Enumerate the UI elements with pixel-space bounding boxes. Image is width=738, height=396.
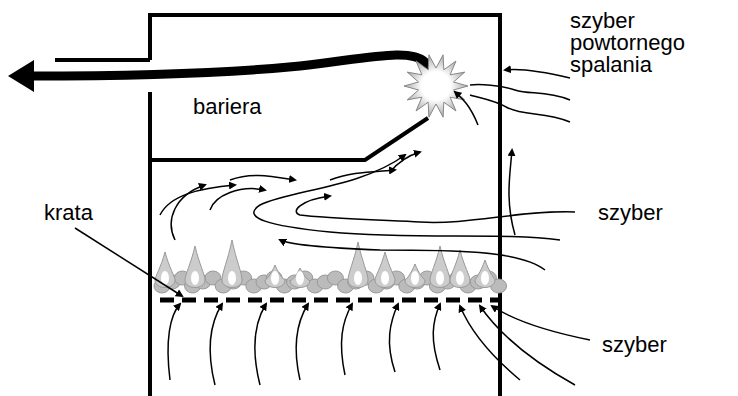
flame	[475, 260, 495, 288]
flame-core	[381, 271, 389, 285]
damper-label: szyber powtornego spalania	[570, 10, 710, 76]
flame	[185, 246, 205, 288]
barrier-label: bariera	[193, 96, 261, 118]
flame	[222, 240, 242, 288]
combustion-star	[404, 55, 468, 117]
flame	[290, 268, 310, 288]
flame-core	[228, 271, 236, 285]
flame	[405, 264, 425, 288]
flame	[265, 265, 285, 288]
flame-core	[271, 271, 279, 285]
flame-core	[436, 271, 444, 285]
grate-label: krata	[44, 202, 93, 224]
flame	[430, 246, 450, 288]
flame-core	[481, 271, 489, 285]
flame-core	[456, 271, 464, 285]
flame-core	[191, 271, 199, 285]
flame-core	[411, 271, 419, 285]
flame	[375, 252, 395, 288]
flame-core	[354, 271, 362, 285]
flame	[450, 250, 470, 288]
flame	[155, 252, 175, 288]
damper-label: szyber	[598, 202, 663, 224]
flame-core	[296, 271, 304, 285]
damper-label: szyber	[602, 334, 667, 356]
